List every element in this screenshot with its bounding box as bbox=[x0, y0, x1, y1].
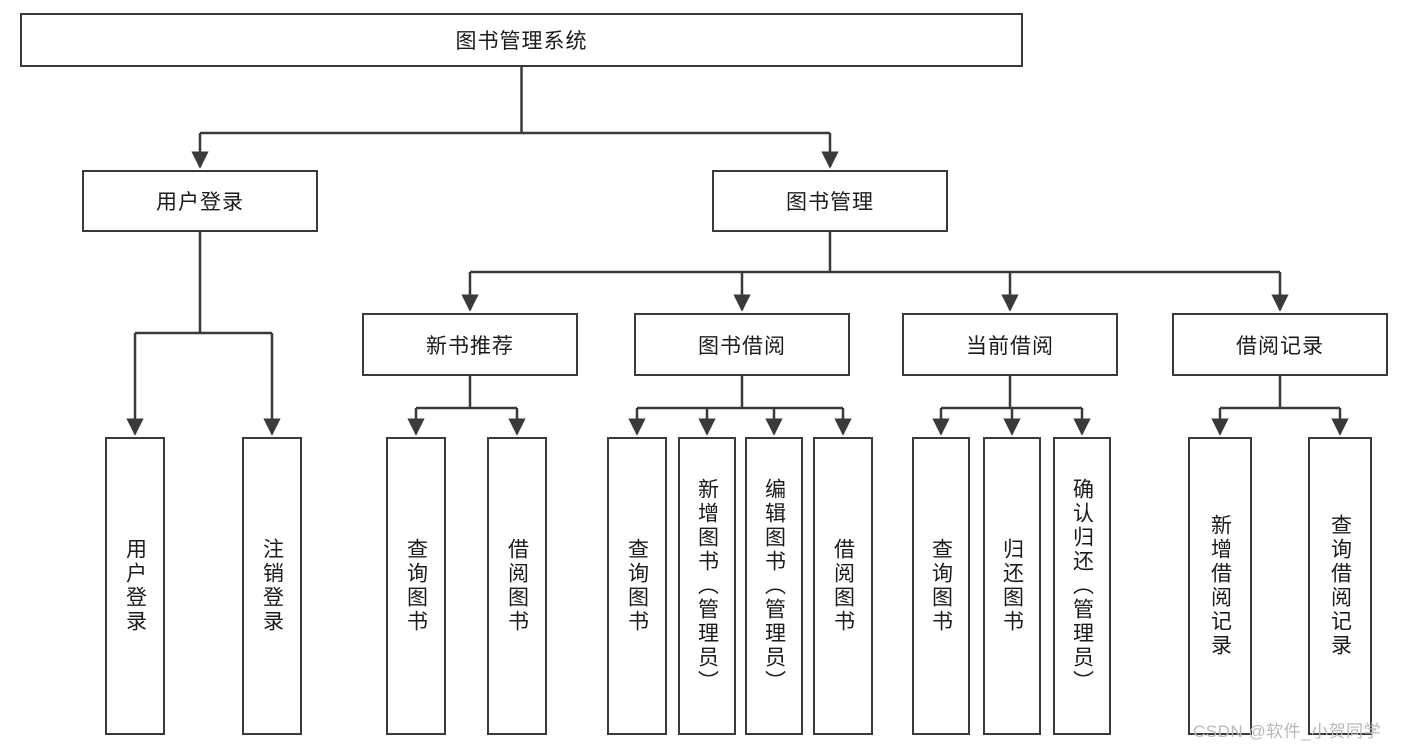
node-leaf-cur-3[interactable]: 确认归还（管理员） bbox=[1053, 437, 1111, 735]
node-label: 注销登录 bbox=[260, 538, 284, 634]
node-leaf-login-2[interactable]: 注销登录 bbox=[242, 437, 302, 735]
node-label: 借阅图书 bbox=[505, 538, 529, 634]
node-borrowbook[interactable]: 图书借阅 bbox=[634, 313, 850, 376]
node-label: 新书推荐 bbox=[426, 334, 514, 358]
node-label: 借阅图书 bbox=[831, 538, 855, 634]
node-label: 新增图书（管理员） bbox=[695, 478, 719, 694]
node-root[interactable]: 图书管理系统 bbox=[20, 13, 1023, 67]
node-label: 图书管理 bbox=[786, 191, 874, 214]
node-label: 查询图书 bbox=[929, 538, 953, 634]
node-leaf-cur-2[interactable]: 归还图书 bbox=[983, 437, 1041, 735]
node-label: 确认归还（管理员） bbox=[1070, 478, 1094, 694]
node-curborrow[interactable]: 当前借阅 bbox=[902, 313, 1118, 376]
node-label: 查询图书 bbox=[404, 538, 428, 634]
node-leaf-bor-3[interactable]: 编辑图书（管理员） bbox=[745, 437, 803, 735]
node-label: 当前借阅 bbox=[966, 334, 1054, 358]
node-leaf-login-1[interactable]: 用户登录 bbox=[105, 437, 165, 735]
node-label: 图书借阅 bbox=[698, 334, 786, 358]
node-label: 查询借阅记录 bbox=[1328, 514, 1352, 658]
node-borrowlog[interactable]: 借阅记录 bbox=[1172, 313, 1388, 376]
node-login[interactable]: 用户登录 bbox=[82, 170, 318, 232]
node-leaf-bor-4[interactable]: 借阅图书 bbox=[813, 437, 873, 735]
node-bookmgmt[interactable]: 图书管理 bbox=[712, 170, 948, 232]
csdn-watermark: CSDN @软件_小贺同学 bbox=[1193, 722, 1382, 741]
node-leaf-new-2[interactable]: 借阅图书 bbox=[487, 437, 547, 735]
node-leaf-bor-1[interactable]: 查询图书 bbox=[607, 437, 667, 735]
node-label: 编辑图书（管理员） bbox=[762, 478, 786, 694]
node-leaf-cur-1[interactable]: 查询图书 bbox=[912, 437, 970, 735]
node-leaf-bor-2[interactable]: 新增图书（管理员） bbox=[678, 437, 736, 735]
node-label: 图书管理系统 bbox=[455, 30, 588, 53]
node-label: 归还图书 bbox=[1000, 538, 1024, 634]
node-label: 借阅记录 bbox=[1236, 334, 1324, 358]
node-label: 用户登录 bbox=[156, 191, 244, 214]
node-label: 新增借阅记录 bbox=[1208, 514, 1232, 658]
node-leaf-log-1[interactable]: 新增借阅记录 bbox=[1188, 437, 1252, 735]
node-label: 用户登录 bbox=[123, 538, 147, 634]
node-leaf-log-2[interactable]: 查询借阅记录 bbox=[1308, 437, 1372, 735]
node-label: 查询图书 bbox=[625, 538, 649, 634]
node-leaf-new-1[interactable]: 查询图书 bbox=[386, 437, 446, 735]
node-newbook[interactable]: 新书推荐 bbox=[362, 313, 578, 376]
